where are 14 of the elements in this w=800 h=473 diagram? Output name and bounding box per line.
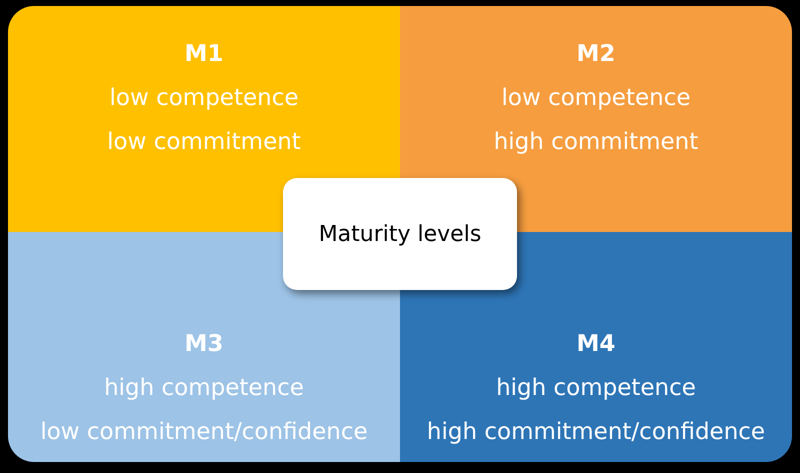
level-description: high commitment/confidence bbox=[426, 418, 766, 447]
level-description: low competence bbox=[110, 84, 298, 113]
level-description: high commitment bbox=[494, 128, 698, 157]
level-heading: M3 bbox=[184, 330, 224, 359]
center-title: Maturity levels bbox=[318, 222, 482, 246]
level-heading: M2 bbox=[576, 40, 616, 69]
level-description: low competence bbox=[502, 84, 690, 113]
level-description: high competence bbox=[104, 374, 304, 403]
level-description: low commitment/confidence bbox=[40, 418, 368, 447]
center-label-box bbox=[283, 178, 517, 290]
level-heading: M1 bbox=[184, 40, 224, 69]
level-description: low commitment bbox=[107, 128, 301, 157]
level-description: high competence bbox=[496, 374, 696, 403]
level-heading: M4 bbox=[576, 330, 616, 359]
